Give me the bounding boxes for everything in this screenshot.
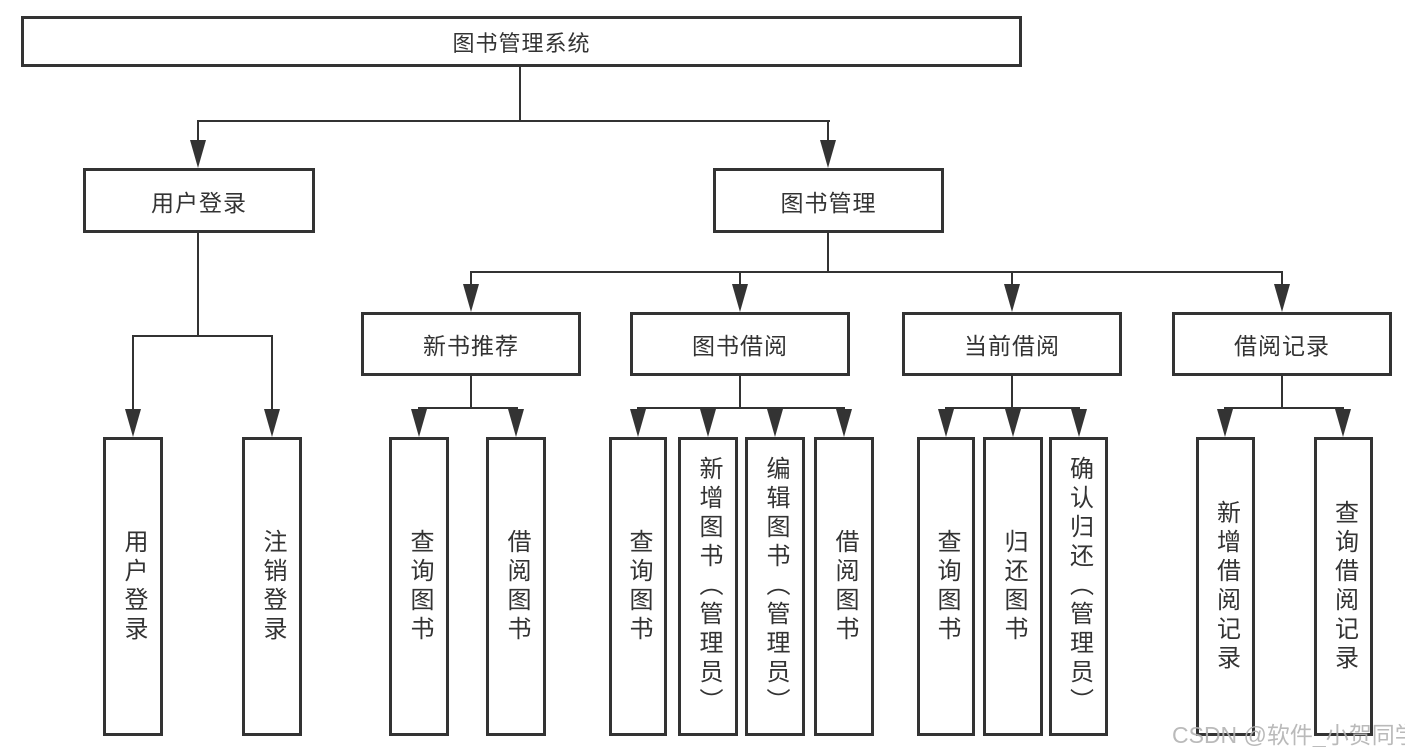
leaf-query-books-recommend-label: 查询图书: [406, 528, 433, 645]
node-borrow-records: 借阅记录: [1172, 312, 1392, 376]
leaf-borrow-books: 借阅图书: [814, 437, 874, 736]
connector-line: [132, 335, 134, 410]
csdn-watermark: CSDN @软件_小贺同学: [1172, 722, 1405, 747]
arrowhead-down-icon: [767, 409, 783, 437]
connector-line: [132, 335, 273, 337]
node-book-borrow-label: 图书借阅: [692, 333, 788, 359]
leaf-add-borrow-record: 新增借阅记录: [1196, 437, 1255, 736]
leaf-return-books: 归还图书: [983, 437, 1043, 736]
arrowhead-down-icon: [508, 409, 524, 437]
connector-line: [739, 271, 741, 287]
leaf-borrow-books-label: 借阅图书: [831, 528, 858, 645]
leaf-logout: 注销登录: [242, 437, 302, 736]
connector-line: [197, 120, 199, 143]
arrowhead-down-icon: [1335, 409, 1351, 437]
arrowhead-down-icon: [820, 140, 836, 168]
arrowhead-down-icon: [630, 409, 646, 437]
connector-line: [271, 335, 273, 410]
arrowhead-down-icon: [836, 409, 852, 437]
node-current-borrow-label: 当前借阅: [964, 333, 1060, 359]
node-borrow-records-label: 借阅记录: [1234, 333, 1330, 359]
connector-line: [1011, 271, 1013, 287]
arrowhead-down-icon: [125, 409, 141, 437]
connector-line: [827, 233, 829, 271]
leaf-query-books-borrow-label: 查询图书: [625, 528, 652, 645]
leaf-confirm-return-admin: 确认归还（管理员）: [1049, 437, 1108, 736]
leaf-edit-books-admin-label: 编辑图书（管理员）: [762, 456, 789, 717]
arrowhead-down-icon: [1005, 409, 1021, 437]
node-root-label: 图书管理系统: [452, 30, 591, 56]
leaf-edit-books-admin: 编辑图书（管理员）: [745, 437, 805, 736]
leaf-return-books-label: 归还图书: [1000, 528, 1027, 645]
leaf-borrow-books-recommend: 借阅图书: [486, 437, 546, 736]
leaf-add-borrow-record-label: 新增借阅记录: [1212, 499, 1240, 674]
arrowhead-down-icon: [1004, 284, 1020, 312]
arrowhead-down-icon: [1274, 284, 1290, 312]
connector-line: [945, 407, 1080, 409]
leaf-add-books-admin-label: 新增图书（管理员）: [695, 456, 722, 717]
arrowhead-down-icon: [264, 409, 280, 437]
node-current-borrow: 当前借阅: [902, 312, 1122, 376]
leaf-query-books-current-label: 查询图书: [933, 528, 960, 645]
connector-line: [197, 233, 199, 335]
connector-line: [470, 271, 1283, 273]
arrowhead-down-icon: [700, 409, 716, 437]
connector-line: [1224, 407, 1344, 409]
leaf-add-books-admin: 新增图书（管理员）: [678, 437, 738, 736]
connector-line: [470, 376, 472, 407]
connector-line: [197, 120, 830, 122]
connector-line: [418, 407, 518, 409]
connector-line: [1011, 376, 1013, 407]
leaf-query-borrow-record-label: 查询借阅记录: [1330, 499, 1358, 674]
node-book-borrow: 图书借阅: [630, 312, 850, 376]
connector-line: [827, 120, 829, 143]
leaf-user-login: 用户登录: [103, 437, 163, 736]
connector-line: [519, 67, 521, 120]
arrowhead-down-icon: [411, 409, 427, 437]
node-book-management-label: 图书管理: [780, 189, 877, 216]
leaf-logout-label: 注销登录: [259, 528, 286, 645]
node-book-management: 图书管理: [713, 168, 944, 233]
leaf-query-books-current: 查询图书: [917, 437, 975, 736]
node-new-book-recommend: 新书推荐: [361, 312, 581, 376]
arrowhead-down-icon: [190, 140, 206, 168]
connector-line: [1281, 271, 1283, 287]
leaf-query-books-recommend: 查询图书: [389, 437, 449, 736]
arrowhead-down-icon: [1217, 409, 1233, 437]
node-root: 图书管理系统: [21, 16, 1022, 67]
arrowhead-down-icon: [1071, 409, 1087, 437]
arrowhead-down-icon: [463, 284, 479, 312]
leaf-user-login-label: 用户登录: [120, 528, 147, 645]
leaf-borrow-books-recommend-label: 借阅图书: [503, 528, 530, 645]
connector-line: [739, 376, 741, 407]
node-user-login-label: 用户登录: [151, 189, 247, 216]
leaf-query-books-borrow: 查询图书: [609, 437, 667, 736]
connector-line: [470, 271, 472, 287]
node-user-login: 用户登录: [83, 168, 315, 233]
connector-line: [637, 407, 845, 409]
leaf-query-borrow-record: 查询借阅记录: [1314, 437, 1373, 736]
connector-line: [1281, 376, 1283, 407]
node-new-book-recommend-label: 新书推荐: [423, 333, 519, 359]
arrowhead-down-icon: [938, 409, 954, 437]
leaf-confirm-return-admin-label: 确认归还（管理员）: [1065, 456, 1093, 717]
arrowhead-down-icon: [732, 284, 748, 312]
